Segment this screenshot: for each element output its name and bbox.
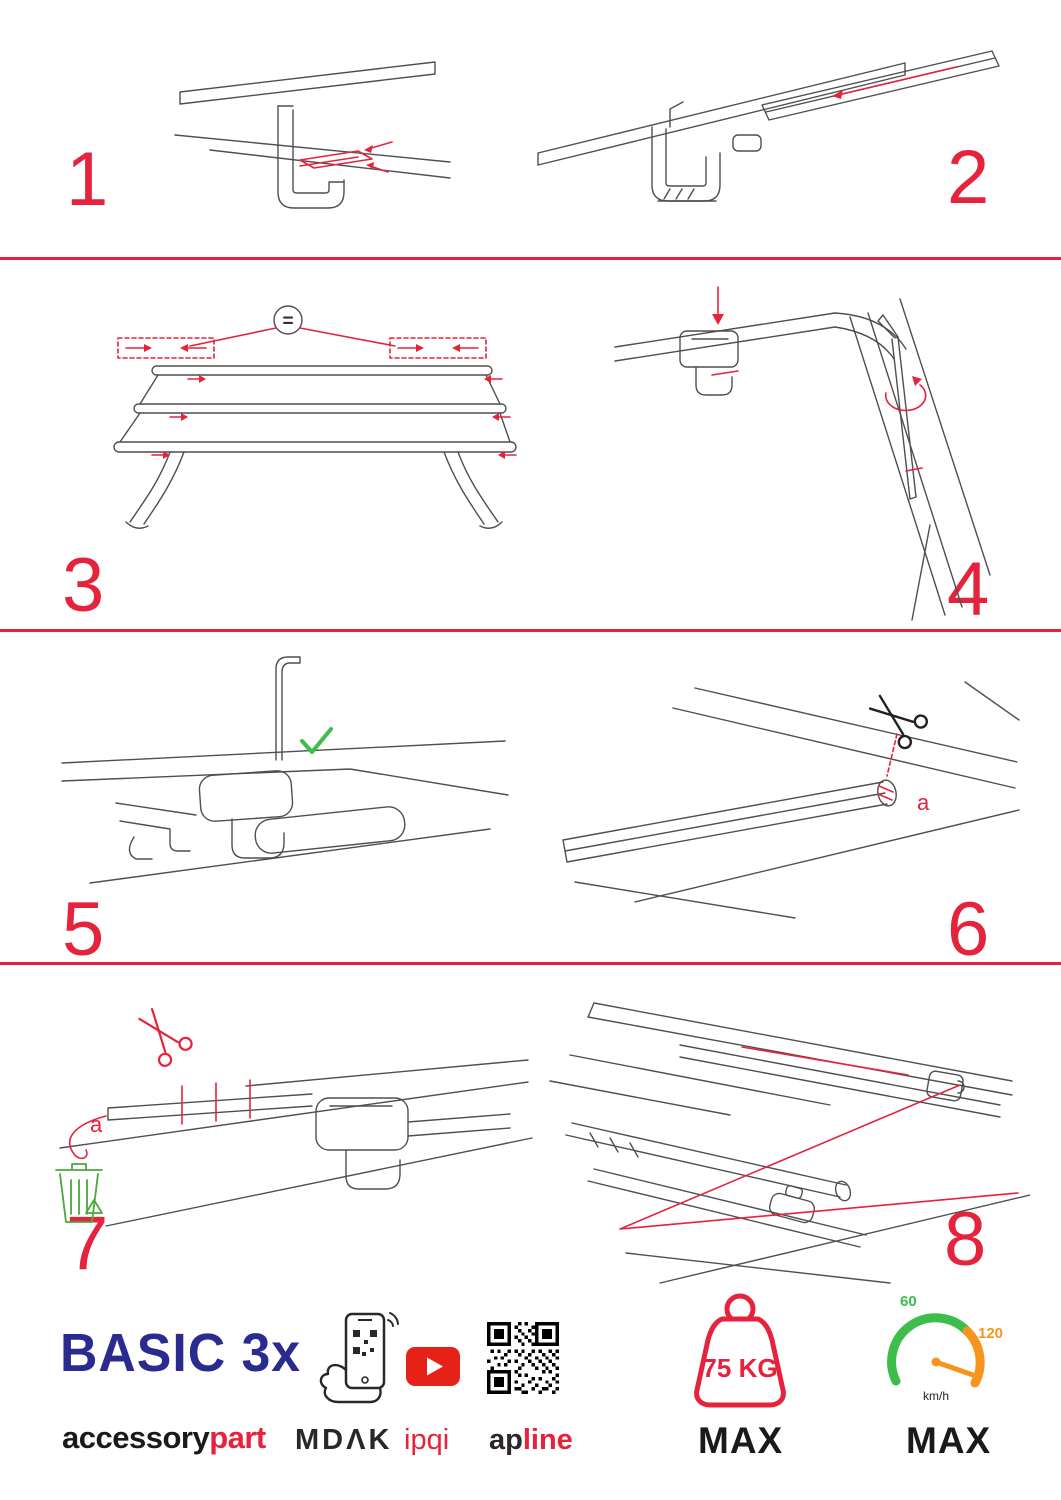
section-divider-1 [0,257,1061,260]
step-7-illustration: a [55,1007,533,1227]
brand-part-black: accessory [62,1420,210,1455]
weight-max-label: MAX [698,1420,784,1461]
hex-key-icon [877,314,917,500]
step-6-illustration: a [562,681,1020,919]
t-bolt-adapter [769,1185,815,1224]
step-1-illustration [174,61,451,209]
scissors-icon [138,1007,193,1067]
step-8-illustration [549,1002,1030,1284]
bar-position-arrows [151,375,517,459]
speedometer-icon: 60 120 km/h [887,1293,1003,1403]
cut-piece-label: a [90,1112,103,1137]
insert-arrow [712,286,724,325]
step-5-illustration [61,656,509,884]
section-divider-3 [0,962,1061,965]
apline-part-red: line [522,1424,573,1456]
apline-part-black: ap [489,1424,523,1456]
cut-length-label: a [917,790,930,815]
youtube-icon [406,1347,460,1386]
partner-mdak: MDΛK [295,1424,393,1456]
partner-ipqi: ipqi [404,1424,450,1456]
step-4-illustration [614,286,991,621]
speed-tick-low: 60 [900,1293,917,1310]
step-number-2: 2 [947,135,990,220]
step-number-3: 3 [62,543,105,628]
dimension-marks [117,337,487,359]
speed-unit: km/h [923,1389,949,1403]
step-number-4: 4 [947,547,990,632]
speed-max-label: MAX [906,1420,992,1461]
pad-insert-arrows [299,141,393,173]
brand-part-red: part [209,1420,266,1455]
step-3-illustration: = [113,305,517,529]
weight-limit-icon: 75 KG [694,1293,786,1408]
section-divider-2 [0,629,1061,632]
speed-tick-high: 120 [978,1325,1003,1342]
step-number-1: 1 [66,137,109,222]
scissors-icon [868,694,929,750]
check-icon [300,727,333,754]
weight-limit-value: 75 KG [702,1353,777,1383]
qr-code [487,1322,559,1394]
trash-recycle-icon [55,1163,103,1223]
step-2-illustration [537,50,1000,202]
brand-logo: accessorypart [62,1420,266,1456]
slide-direction-arrow [832,66,957,99]
product-name: BASIC 3x [60,1323,302,1383]
leader-lines [619,1046,1019,1230]
step-number-6: 6 [947,887,990,972]
partner-apline: apline [489,1424,573,1457]
rotate-arrow [884,376,927,412]
equal-label: = [282,311,293,332]
equal-spacing-badge: = [189,305,396,347]
step-number-5: 5 [62,887,105,972]
step-number-7: 7 [66,1201,109,1286]
scan-phone-icon [319,1312,399,1404]
